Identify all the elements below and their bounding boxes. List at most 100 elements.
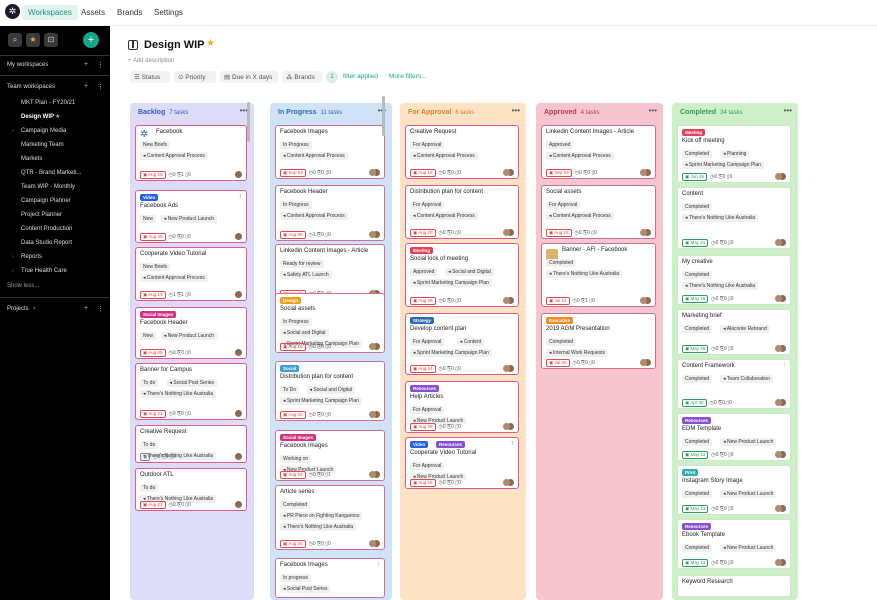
assignee-avatar[interactable] (373, 540, 380, 547)
status-chip[interactable]: ◂ New Product Launch (160, 215, 218, 223)
due-date-badge[interactable]: ▣ May 19 (682, 295, 709, 303)
due-date-badge[interactable]: ▣ Apr 30 (682, 399, 707, 407)
status-chip[interactable]: To do (140, 379, 159, 387)
card-title[interactable]: 2019 AGM Presentation (546, 326, 610, 332)
card-title[interactable]: Kick off meeting (682, 138, 725, 144)
assignee-avatar[interactable] (779, 345, 786, 352)
card-title[interactable]: Content Framework (682, 363, 735, 369)
status-chip[interactable]: For Approval (410, 406, 445, 414)
due-filter[interactable]: ▤ Due in X days (220, 71, 278, 83)
status-chip[interactable]: ◂ New Product Launch (720, 490, 777, 498)
status-chip[interactable]: For Approval (410, 201, 445, 209)
due-date-badge[interactable]: ▣ Aug 24 (410, 365, 436, 373)
status-chip[interactable]: Completed (682, 203, 713, 211)
assignee-avatar[interactable] (644, 297, 651, 304)
due-date-badge[interactable]: ▣ Aug 20 (410, 229, 436, 237)
status-chip[interactable]: ◂ There's Nothing Like Australia (140, 495, 217, 503)
due-date-badge[interactable]: ▣ Aug 21 (140, 501, 166, 509)
card-title[interactable]: Linkedin Content Images - Article (546, 129, 635, 135)
due-date-badge[interactable]: ▣ Aug 15 (280, 343, 306, 351)
favorite-star-icon[interactable]: ★ (55, 114, 61, 120)
card-title[interactable]: Instagram Story Image (682, 478, 743, 484)
due-date-badge[interactable]: ▣ Jun 26 (682, 173, 708, 181)
status-chip[interactable]: ◂ Sprint Marketing Campaign Plan (682, 161, 764, 169)
card-title[interactable]: Help Articles (410, 394, 444, 400)
status-chip[interactable]: ◂ Alaconte Rebrand (720, 325, 770, 333)
sidebar-item[interactable]: Project Planner (21, 212, 63, 218)
nav-settings[interactable]: Settings (154, 8, 183, 17)
status-chip[interactable]: ◂ Sprint Marketing Campaign Plan (410, 279, 492, 287)
sidebar-item[interactable]: Team WIP - Monthly (21, 184, 75, 190)
projects-heading[interactable]: Projects (7, 306, 29, 312)
assignee-avatar[interactable] (503, 365, 510, 372)
status-chip[interactable]: Completed (682, 544, 713, 552)
status-chip[interactable]: ◂ Content Approval Process (546, 212, 614, 220)
status-chip[interactable]: To do (140, 441, 159, 449)
due-date-badge[interactable]: ▣ May 13 (682, 505, 709, 513)
card-title[interactable]: Keyword Research (682, 579, 733, 585)
status-chip[interactable]: ◂ Social Post Series (280, 585, 331, 593)
card-title[interactable]: Facebook Ads (140, 203, 179, 209)
card-title[interactable]: Ebook Template (682, 532, 725, 538)
status-chip[interactable]: ◂ Content Approval Process (140, 152, 208, 160)
add-my-workspace-icon[interactable]: + (84, 61, 89, 68)
column-menu-icon[interactable]: ••• (511, 106, 520, 115)
nav-assets[interactable]: Assets (81, 8, 106, 17)
card-title[interactable]: Facebook Header (280, 189, 328, 195)
assignee-avatar[interactable] (775, 399, 782, 406)
scrollbar[interactable] (247, 102, 250, 142)
status-chip[interactable]: ◂ There's Nothing Like Australia (280, 523, 357, 531)
status-chip[interactable]: ◂ New Product Launch (410, 417, 467, 425)
more-filters-link[interactable]: More filters... (389, 73, 427, 80)
due-date-badge[interactable]: ▣ Sep 04 (280, 169, 306, 177)
add-team-workspace-icon[interactable]: + (84, 83, 89, 90)
assignee-avatar[interactable] (775, 451, 782, 458)
card-title[interactable]: Facebook (156, 129, 183, 135)
assignee-avatar[interactable] (373, 231, 380, 238)
status-chip[interactable]: For Approval (410, 462, 445, 470)
status-chip[interactable]: In Progress (280, 318, 312, 326)
status-chip[interactable]: ◂ New Product Launch (410, 473, 467, 481)
status-chip[interactable]: To Do (280, 386, 300, 394)
status-chip[interactable]: Completed (682, 490, 713, 498)
status-chip[interactable]: Completed (682, 271, 713, 279)
page-title[interactable]: Design WIP (144, 39, 205, 51)
sidebar-item[interactable]: Data Studio Report (21, 240, 73, 246)
status-chip[interactable]: New (140, 215, 157, 223)
priority-filter[interactable]: ⊙ Priority (174, 71, 216, 83)
assignee-avatar[interactable] (775, 559, 782, 566)
card-title[interactable]: Cooperate Video Tutorial (410, 450, 477, 456)
due-date-badge[interactable]: ▣ Jul 25 (546, 359, 570, 367)
assignee-avatar[interactable] (369, 231, 376, 238)
assignee-avatar[interactable] (644, 169, 651, 176)
status-chip[interactable]: New Briefs (140, 141, 171, 149)
assignee-avatar[interactable] (507, 365, 514, 372)
status-chip[interactable]: ◂ Social and Digital (445, 268, 494, 276)
status-chip[interactable]: Ready for review (280, 260, 324, 268)
status-chip[interactable]: ◂ Sprint Marketing Campaign Plan (280, 397, 362, 405)
assignee-avatar[interactable] (775, 345, 782, 352)
sidebar-item[interactable]: Markets (21, 156, 43, 162)
assignee-avatar[interactable] (775, 239, 782, 246)
status-chip[interactable]: Approved (546, 141, 574, 149)
favorite-star-icon[interactable]: ★ (206, 38, 215, 49)
column-menu-icon[interactable]: ••• (783, 106, 792, 115)
due-date-badge[interactable]: ▣ Aug 15 (280, 471, 306, 479)
status-chip[interactable]: ◂ Content Approval Process (280, 212, 348, 220)
due-date-badge[interactable]: ▣ Aug 09 (280, 231, 306, 239)
card-title[interactable]: Outdoor ATL (140, 472, 174, 478)
